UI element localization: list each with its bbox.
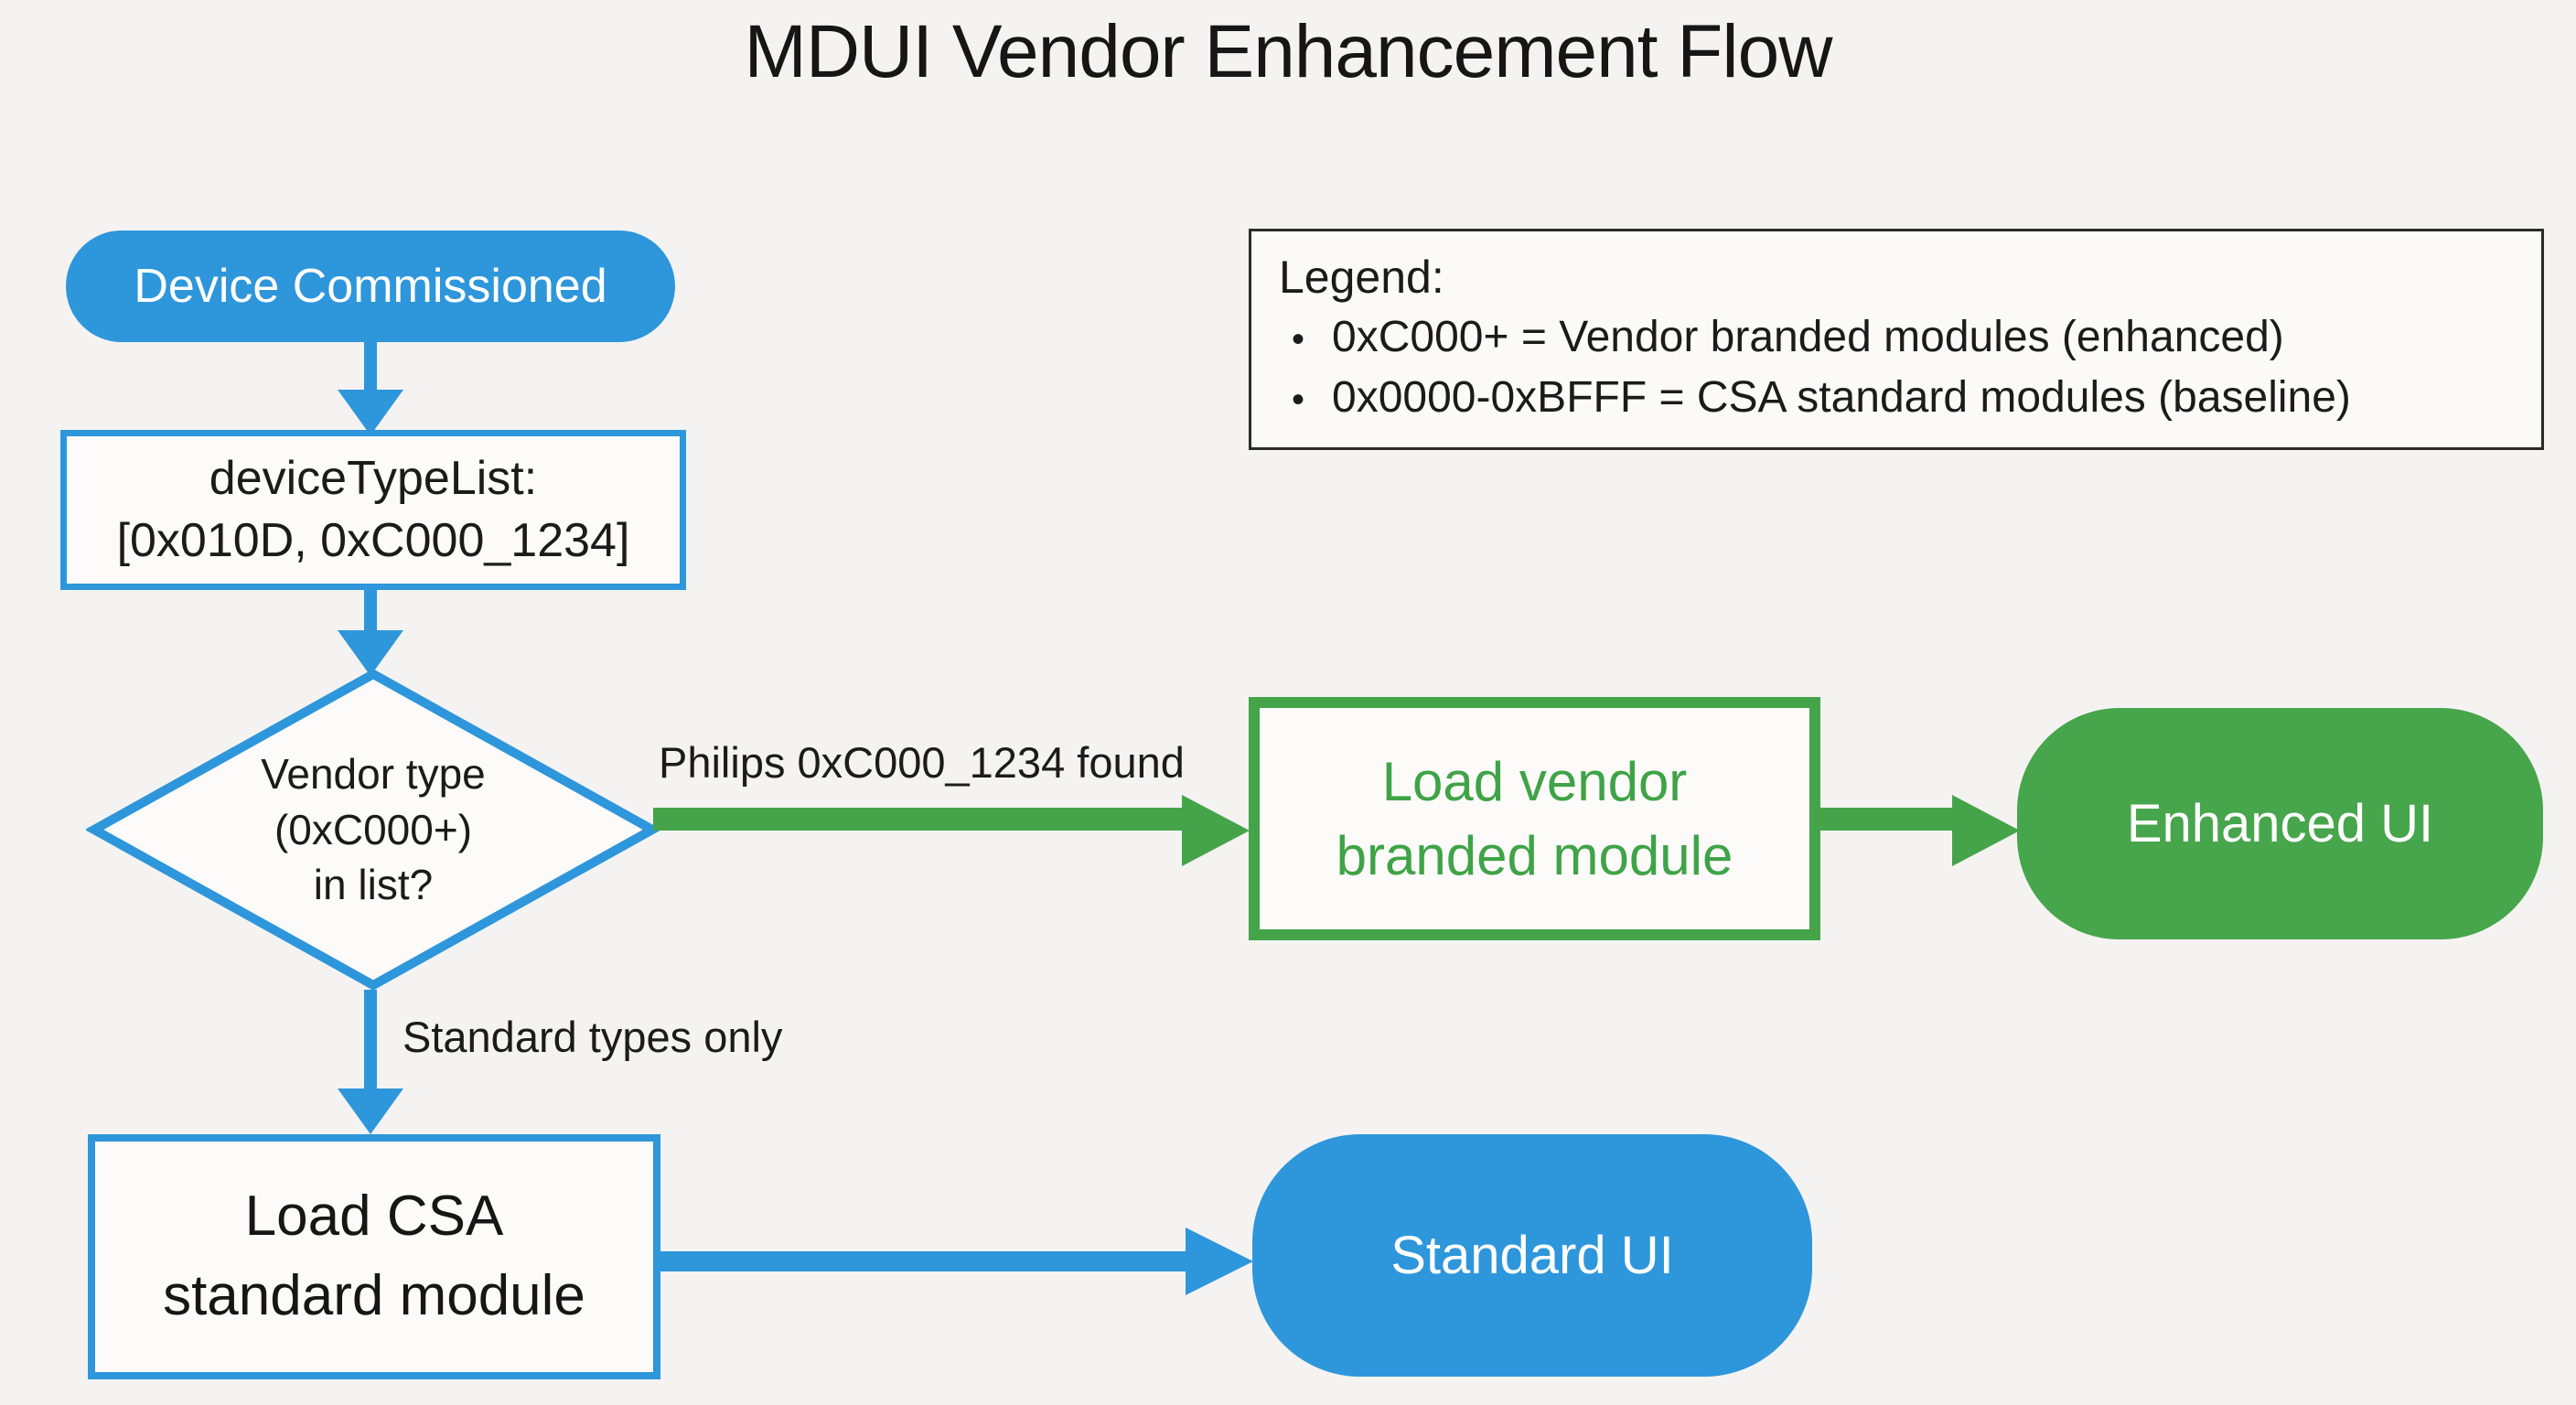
- arrow-start-to-devicetypelist-shaft: [364, 340, 377, 391]
- bullet-icon: •: [1292, 319, 1305, 359]
- arrow-loadvendor-to-enhanced-shaft: [1819, 808, 1956, 831]
- arrow-down-icon: [338, 390, 403, 435]
- decision-line3: in list?: [313, 861, 434, 909]
- edge-label-standard-only: Standard types only: [402, 1013, 783, 1061]
- arrow-right-icon: [1952, 795, 2020, 866]
- page-title: MDUI Vendor Enhancement Flow: [744, 10, 1833, 93]
- node-device-type-list-line1: deviceTypeList:: [209, 451, 538, 505]
- edge-label-vendor-found: Philips 0xC000_1234 found: [659, 738, 1185, 787]
- legend-item-standard-text: 0x0000-0xBFFF = CSA standard modules (ba…: [1332, 373, 2351, 423]
- node-load-csa-line2: standard module: [163, 1264, 585, 1327]
- diamond-shape: [86, 669, 660, 991]
- node-standard-ui: Standard UI: [1252, 1134, 1812, 1377]
- node-enhanced-ui: Enhanced UI: [2017, 708, 2543, 939]
- legend-box: Legend: • 0xC000+ = Vendor branded modul…: [1249, 229, 2544, 450]
- arrow-decision-to-loadvendor-shaft: [653, 808, 1184, 831]
- legend-item-standard: • 0x0000-0xBFFF = CSA standard modules (…: [1279, 368, 2514, 428]
- node-device-type-list: deviceTypeList: [0x010D, 0xC000_1234]: [60, 430, 686, 590]
- node-vendor-type-decision: Vendor type (0xC000+) in list?: [86, 666, 660, 993]
- node-device-commissioned-label: Device Commissioned: [134, 260, 607, 313]
- decision-line2: (0xC000+): [274, 805, 473, 853]
- node-load-csa-module: Load CSA standard module: [88, 1134, 660, 1379]
- node-standard-ui-label: Standard UI: [1390, 1226, 1674, 1285]
- node-load-csa-line1: Load CSA: [244, 1185, 504, 1249]
- node-load-vendor-line1: Load vendor: [1381, 751, 1688, 812]
- node-load-vendor-module: Load vendor branded module: [1249, 697, 1820, 940]
- node-enhanced-ui-label: Enhanced UI: [2126, 794, 2434, 853]
- node-device-type-list-line2: [0x010D, 0xC000_1234]: [116, 513, 630, 567]
- arrow-right-icon: [1186, 1228, 1253, 1295]
- arrow-down-icon: [338, 1089, 403, 1134]
- arrow-decision-to-loadcsa-shaft: [364, 990, 377, 1090]
- decision-line1: Vendor type: [261, 749, 486, 798]
- arrow-right-icon: [1182, 795, 1250, 866]
- arrow-devicetypelist-to-decision-shaft: [364, 590, 377, 632]
- node-device-commissioned: Device Commissioned: [66, 231, 675, 342]
- arrow-loadcsa-to-standard-shaft: [659, 1251, 1189, 1271]
- arrow-down-icon: [338, 630, 403, 676]
- legend-item-vendor-text: 0xC000+ = Vendor branded modules (enhanc…: [1332, 313, 2284, 361]
- node-load-vendor-line2: branded module: [1336, 825, 1733, 886]
- legend-heading: Legend:: [1279, 252, 1444, 303]
- bullet-icon: •: [1292, 380, 1305, 421]
- legend-item-vendor: • 0xC000+ = Vendor branded modules (enha…: [1279, 307, 2514, 368]
- node-vendor-type-decision-label: Vendor type (0xC000+) in list?: [86, 666, 660, 993]
